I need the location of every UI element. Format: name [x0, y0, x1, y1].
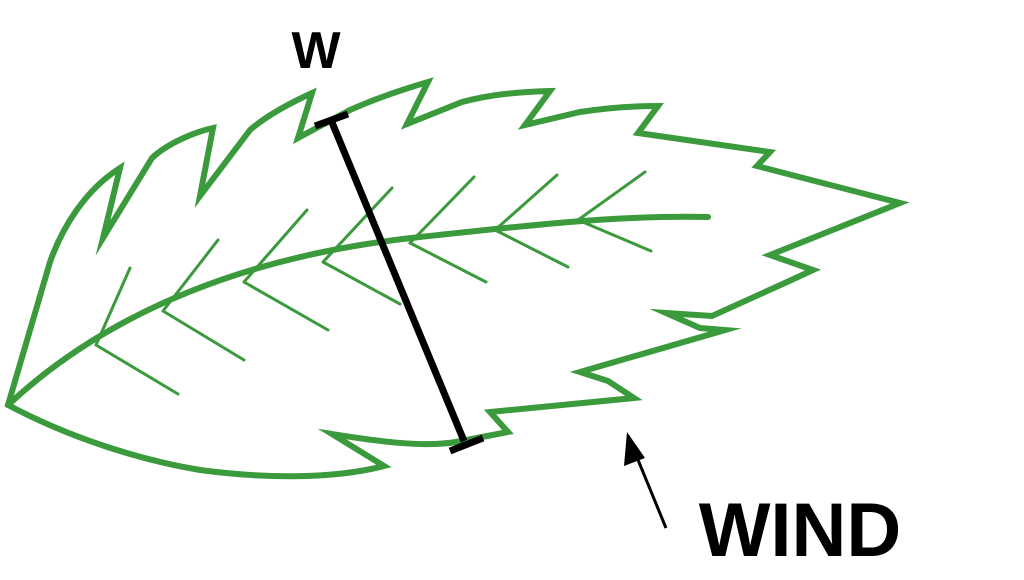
vein-lower-7	[576, 218, 653, 253]
upper-veins	[94, 170, 647, 347]
vein-upper-5	[408, 175, 476, 245]
vein-lower-5	[408, 241, 488, 284]
vein-upper-4	[321, 186, 394, 264]
vein-lower-3	[242, 280, 330, 332]
vein-lower-2	[161, 309, 246, 362]
wind-arrow-head	[624, 432, 645, 466]
lower-veins	[94, 218, 653, 396]
width-measure	[313, 110, 485, 455]
leaf-outline	[4, 77, 910, 480]
arrow-up-left-icon	[624, 432, 668, 529]
vein-lower-4	[321, 260, 402, 306]
width-label: W	[291, 22, 341, 80]
width-bar-bottom-cap	[448, 434, 485, 455]
leaf-midrib	[5, 213, 711, 408]
vein-upper-1	[94, 266, 132, 347]
vein-upper-7	[576, 170, 647, 222]
wind-label: WIND	[699, 488, 902, 573]
vein-upper-3	[242, 208, 309, 284]
vein-upper-6	[493, 173, 559, 232]
width-bar-top-cap	[313, 110, 350, 130]
vein-upper-2	[161, 238, 220, 313]
wind-arrow-shaft	[634, 454, 668, 529]
vein-lower-6	[493, 228, 570, 269]
vein-lower-1	[94, 343, 180, 396]
width-bar	[327, 118, 468, 443]
